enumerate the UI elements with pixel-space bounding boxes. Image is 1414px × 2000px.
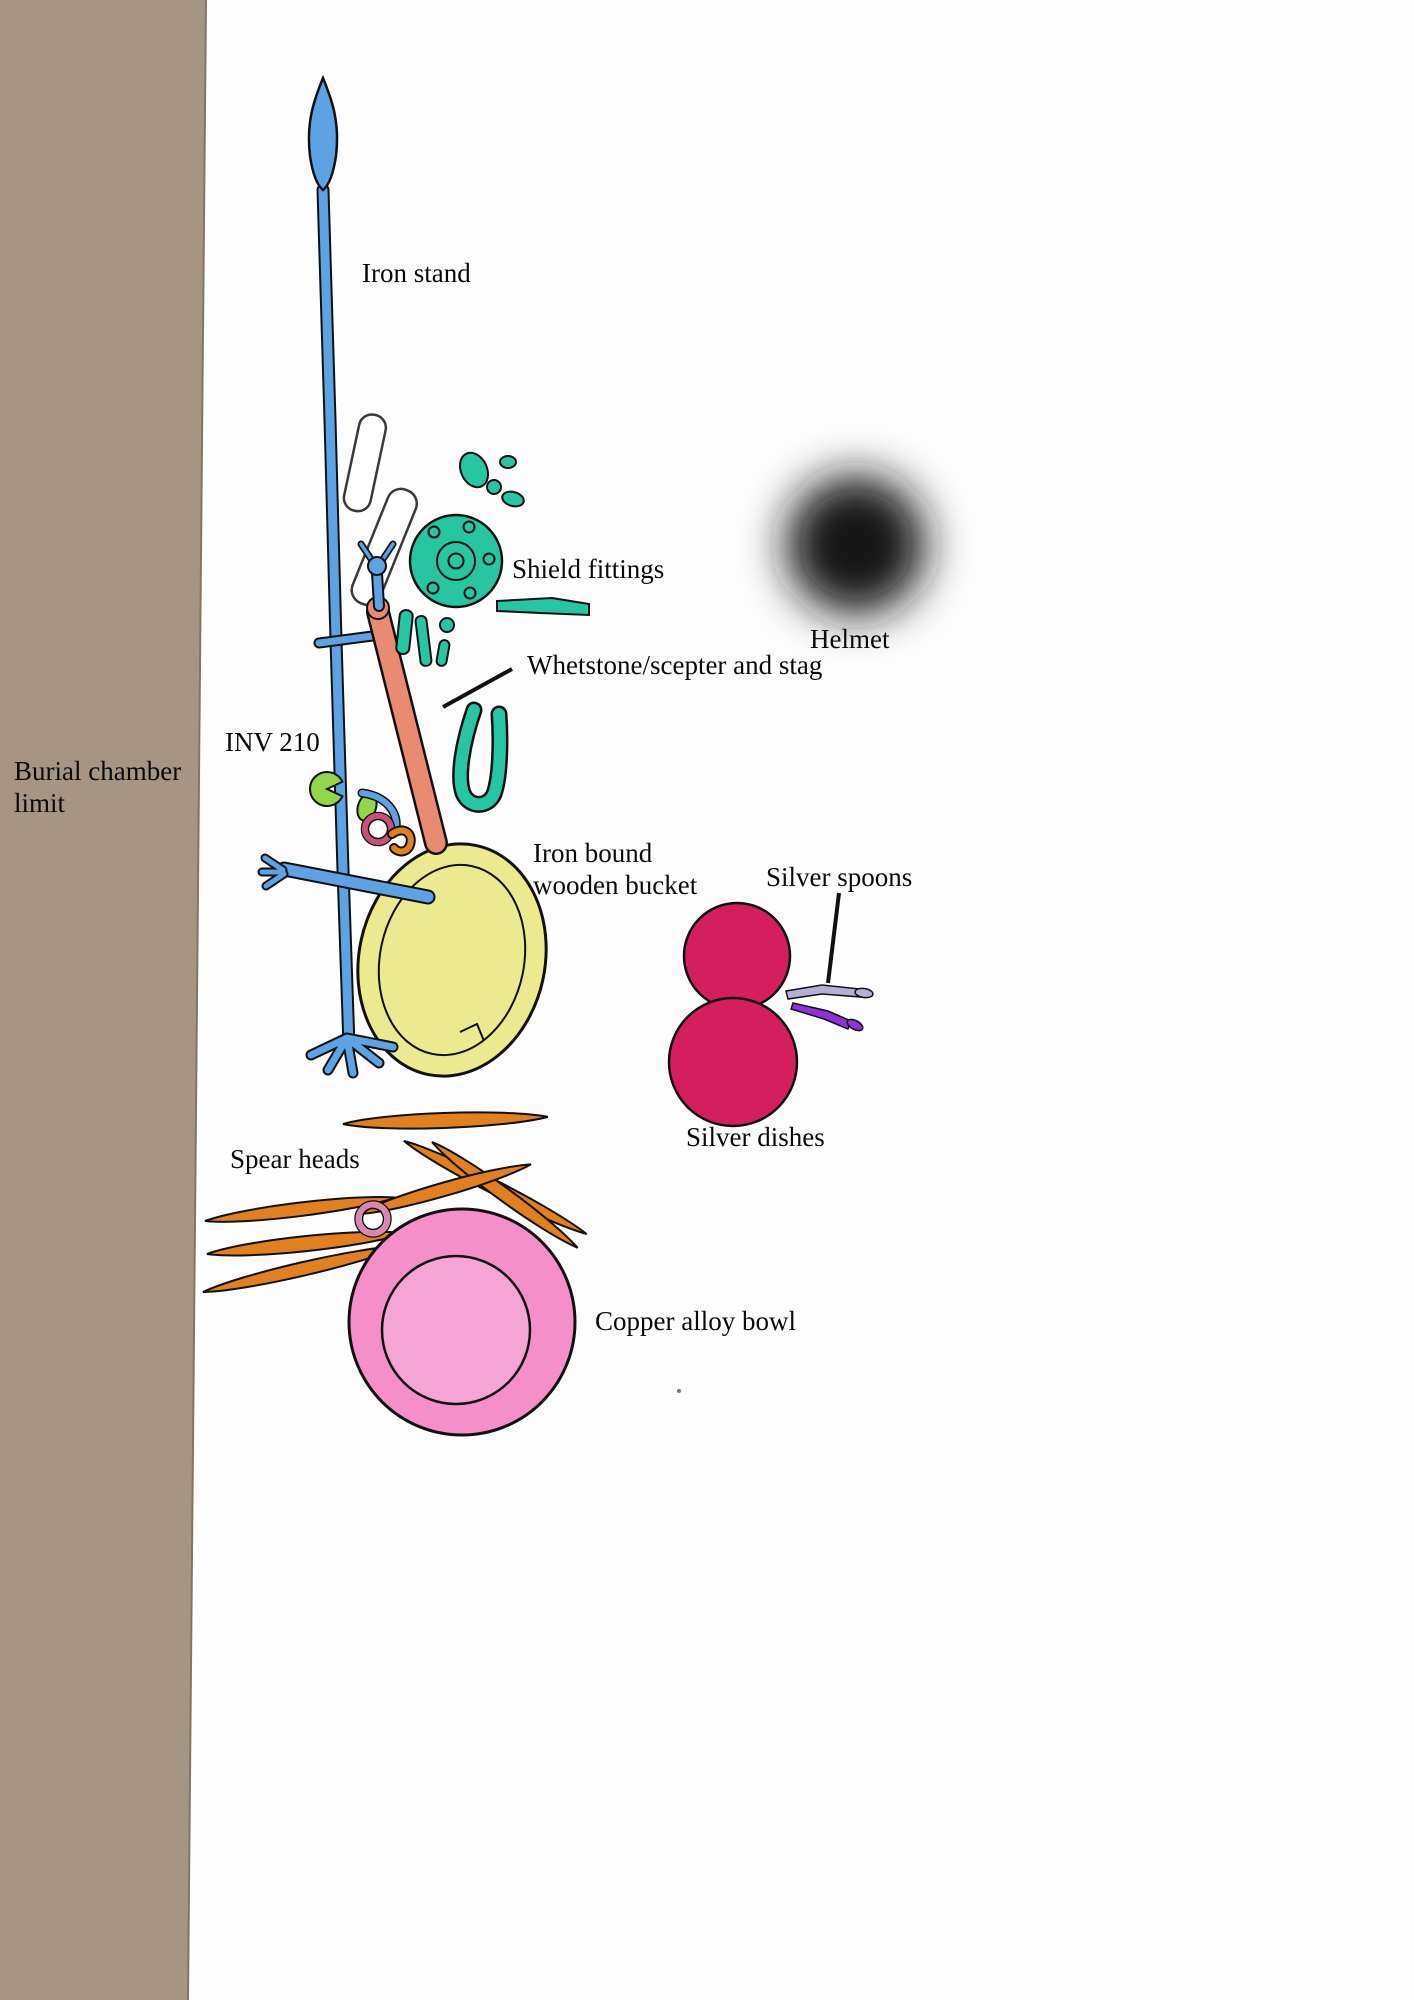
helmet-figure: [786, 475, 926, 615]
green-fitting: [309, 771, 344, 807]
shield-rivet: [463, 586, 477, 600]
white-object-figure: [342, 413, 419, 607]
label-iron-bucket: Iron bound wooden bucket: [533, 838, 698, 900]
iron-stand-arm-and-foot: [257, 853, 436, 1079]
iron-stand-collar: [315, 631, 384, 647]
silver-spoons-figure: [785, 892, 874, 1032]
label-silver-spoons: Silver spoons: [766, 862, 913, 892]
small-fittings-figure: [309, 771, 416, 857]
label-helmet: Helmet: [810, 624, 890, 654]
burial-chamber-band: [0, 0, 207, 2000]
spear-ring: [355, 1201, 391, 1237]
shield-grip-hook: [454, 704, 506, 811]
label-silver-dishes: Silver dishes: [686, 1122, 825, 1152]
label-iron-stand: Iron stand: [362, 258, 471, 288]
spear-head: [357, 1163, 532, 1215]
shield-fragment: [486, 479, 502, 495]
shield-rivet: [426, 581, 440, 595]
silver-dishes-figure: [667, 901, 799, 1128]
spear-head: [342, 1111, 549, 1130]
shield-fragment-strip: [496, 596, 590, 617]
bucket-rim-line: [377, 863, 527, 1057]
shield-fragment: [435, 639, 451, 667]
stag-figurine: [357, 540, 397, 612]
spear-ring-figure: [354, 1200, 392, 1238]
spear-head: [204, 1195, 396, 1223]
shield-rivet: [482, 552, 496, 566]
bucket-figure: [356, 842, 548, 1078]
iron-stand-arm: [278, 863, 434, 903]
blue-curl: [359, 790, 400, 831]
purple-spoon: [790, 1002, 852, 1030]
iron-stand-foot: [307, 1034, 397, 1077]
silver-dish-large: [667, 996, 799, 1128]
silver-dish-small: [682, 901, 792, 1011]
label-copper-bowl: Copper alloy bowl: [595, 1306, 796, 1336]
shield-rivet: [462, 520, 476, 534]
iron-stand-spearhead: [307, 74, 339, 192]
copper-bowl-figure: [347, 1207, 577, 1437]
speck: [677, 1389, 681, 1393]
shield-rivet: [427, 525, 441, 539]
whetstone-leader-line: [442, 667, 513, 709]
iron-stand-fork: [259, 855, 287, 889]
iron-stand-figure: [307, 74, 386, 1053]
band-edge-line: [187, 0, 207, 2000]
whetstone-scepter-figure: [357, 540, 448, 855]
shield-fragment: [414, 615, 433, 667]
label-spear-heads: Spear heads: [230, 1144, 360, 1174]
shield-fragment: [499, 455, 517, 469]
label-inv-210: INV 210: [225, 727, 320, 757]
scepter-rod: [368, 602, 446, 853]
label-whetstone-scepter: Whetstone/scepter and stag: [527, 650, 823, 680]
bucket-notch: [459, 1022, 485, 1042]
bowl-inner: [380, 1254, 532, 1406]
shield-fragment: [501, 490, 525, 508]
shield-fragment: [439, 617, 455, 633]
shield-fragment: [458, 451, 490, 489]
spoons-leader-line: [826, 892, 841, 984]
label-shield-fittings: Shield fittings: [512, 554, 665, 584]
label-burial-chamber-limit: Burial chamber limit: [14, 756, 182, 818]
orange-hook: [389, 827, 414, 855]
shield-fragment: [395, 609, 414, 656]
shield-fittings-figure: [395, 451, 590, 813]
